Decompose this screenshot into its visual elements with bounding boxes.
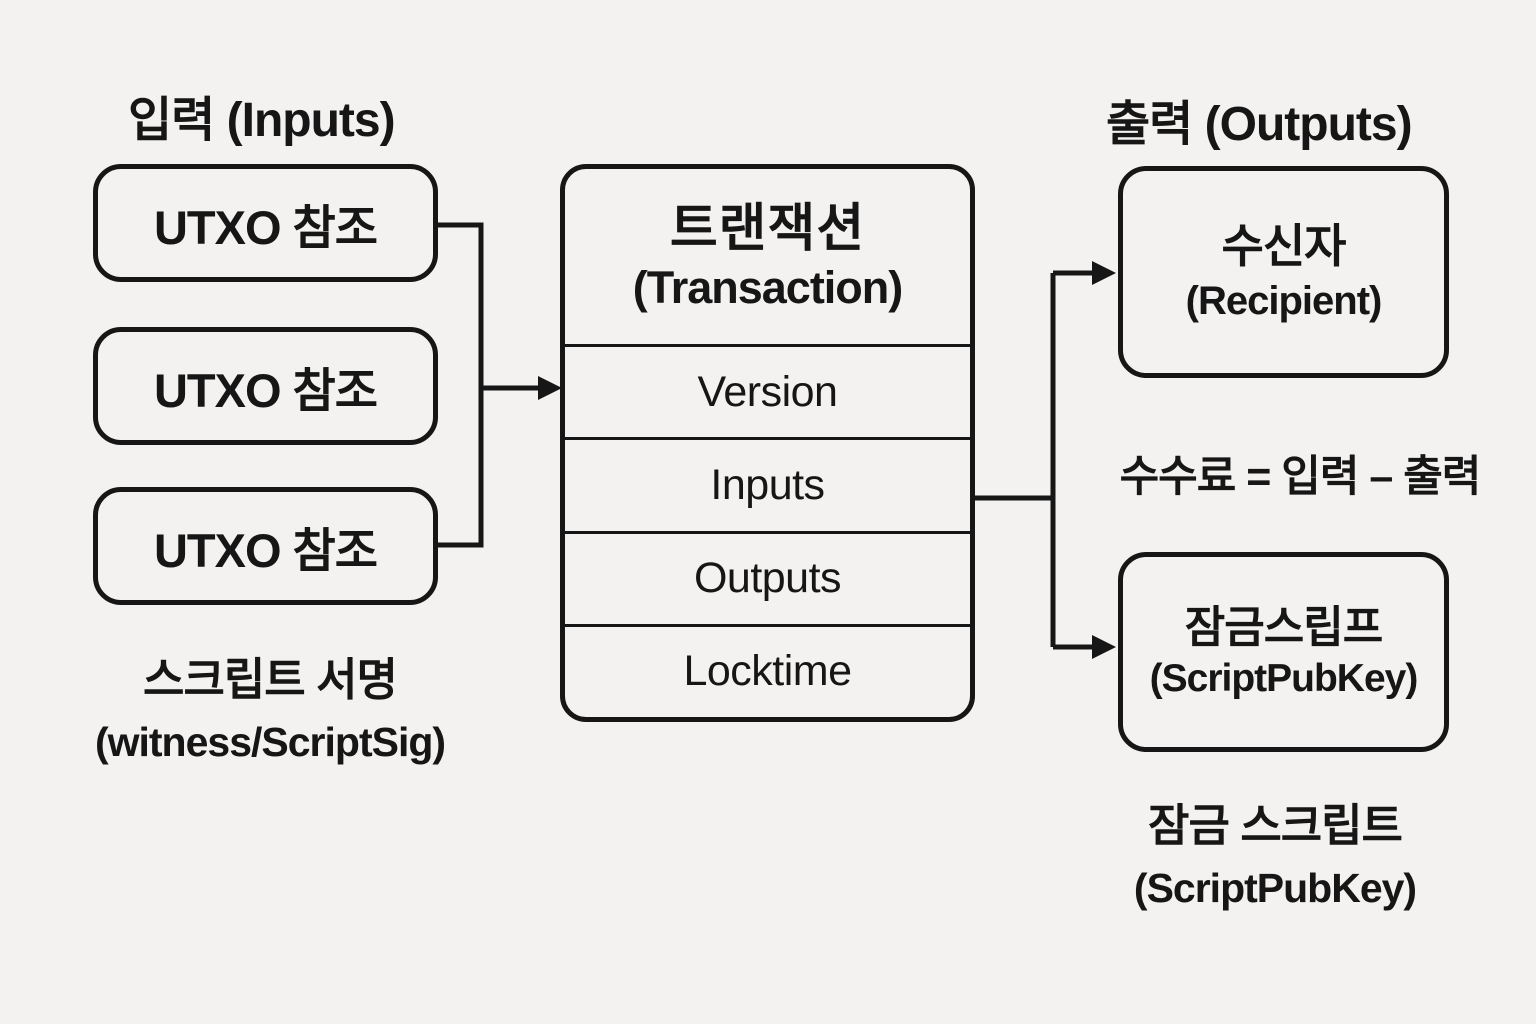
- input-caption-line2: (witness/ScriptSig): [94, 718, 446, 765]
- recipient-arrowhead-icon: [1092, 261, 1116, 285]
- lock-script-box: 잠금스립프 (ScriptPubKey): [1118, 552, 1449, 752]
- output-caption: 잠금 스크립트 (ScriptPubKey): [1080, 792, 1470, 917]
- input-arrowhead-icon: [538, 376, 562, 400]
- utxo-box-2-label: UTXO 참조: [153, 363, 378, 417]
- lockscript-arrowhead-icon: [1092, 635, 1116, 659]
- utxo-box-3: UTXO 참조: [93, 487, 438, 605]
- transaction-box: 트랜잭션 (Transaction) Version Inputs Output…: [560, 164, 975, 722]
- input-caption-line1: 스크립트 서명: [143, 654, 398, 705]
- transaction-title-ko: 트랜잭션: [669, 200, 866, 259]
- tx-row-inputs: Inputs: [565, 440, 970, 534]
- input-caption: 스크립트 서명 (witness/ScriptSig): [50, 646, 490, 771]
- output-caption-line1: 잠금 스크립트: [1148, 800, 1403, 851]
- utxo-box-2: UTXO 참조: [93, 327, 438, 445]
- tx-row-version: Version: [565, 347, 970, 441]
- tx-row-outputs: Outputs: [565, 534, 970, 627]
- fee-formula: 수수료 = 입력 – 출력: [1119, 453, 1482, 501]
- outputs-heading: 출력 (Outputs): [1106, 98, 1413, 151]
- utxo-box-1-label: UTXO 참조: [153, 200, 378, 254]
- transaction-title-en: (Transaction): [632, 261, 904, 313]
- input-bus-line: [438, 222, 484, 548]
- tx-row-locktime: Locktime: [683, 647, 852, 696]
- transaction-header: 트랜잭션 (Transaction): [565, 169, 970, 347]
- utxo-box-3-label: UTXO 참조: [153, 523, 378, 577]
- inputs-heading: 입력 (Inputs): [128, 94, 396, 147]
- output-caption-line2: (ScriptPubKey): [1133, 864, 1417, 911]
- utxo-box-1: UTXO 참조: [93, 164, 438, 282]
- recipient-box: 수신자 (Recipient): [1118, 166, 1449, 378]
- recipient-box-line1: 수신자: [1221, 220, 1347, 273]
- lock-script-box-line1: 잠금스립프: [1184, 603, 1383, 653]
- recipient-box-line2: (Recipient): [1185, 278, 1383, 323]
- lock-script-box-line2: (ScriptPubKey): [1149, 657, 1419, 701]
